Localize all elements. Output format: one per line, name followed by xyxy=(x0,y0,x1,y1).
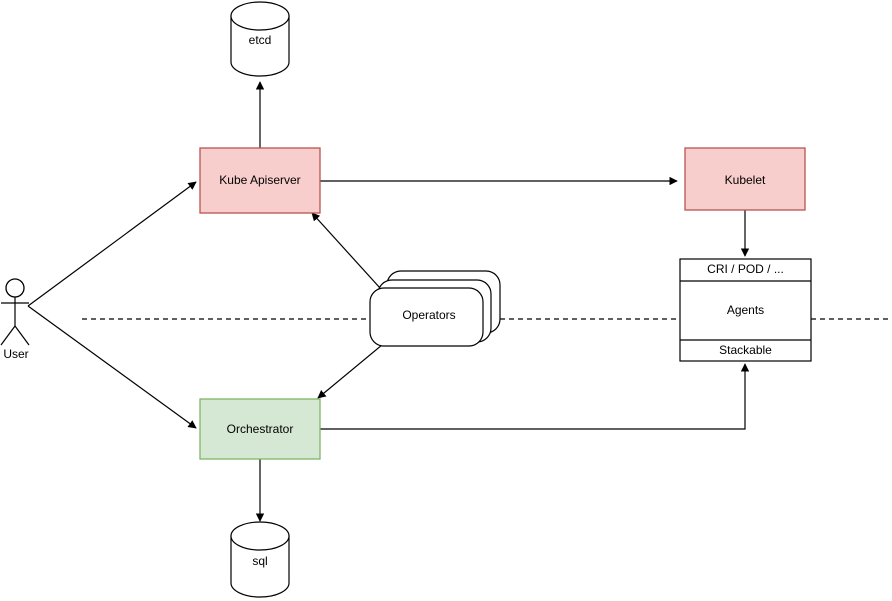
etcd-label: etcd xyxy=(249,33,272,47)
node-sql[interactable]: sql xyxy=(230,521,290,598)
kubelet-label: Kubelet xyxy=(725,173,766,187)
node-etcd[interactable]: etcd xyxy=(230,1,290,77)
user-label: User xyxy=(3,347,28,361)
stackable-label: Stackable xyxy=(719,343,772,357)
operators-label: Operators xyxy=(402,308,455,322)
edge-operators-to-orchestrator xyxy=(317,344,383,399)
operators-front-card xyxy=(369,287,484,347)
sql-label: sql xyxy=(252,554,267,568)
edge-operators-to-kube-apiserver xyxy=(311,212,381,289)
user-right-leg-icon xyxy=(14,325,30,346)
edge-user-to-kube-apiserver xyxy=(27,181,197,307)
node-kubelet[interactable]: Kubelet xyxy=(684,147,806,211)
edge-user-to-orchestrator xyxy=(27,305,197,429)
user-left-leg-icon xyxy=(0,325,16,346)
orchestrator-label: Orchestrator xyxy=(227,422,294,436)
agents-label: Agents xyxy=(727,303,764,317)
edge-orchestrator-to-stackable xyxy=(320,363,750,430)
node-operators[interactable]: Operators xyxy=(369,270,501,347)
kube-apiserver-label: Kube Apiserver xyxy=(219,173,300,187)
node-agents-stack[interactable]: CRI / POD / ... Agents Stackable xyxy=(679,258,812,362)
node-user[interactable]: User xyxy=(0,278,30,361)
node-orchestrator[interactable]: Orchestrator xyxy=(199,398,321,460)
node-kube-apiserver[interactable]: Kube Apiserver xyxy=(199,147,321,214)
cri-pod-label: CRI / POD / ... xyxy=(707,262,784,276)
user-head-icon xyxy=(5,278,25,298)
